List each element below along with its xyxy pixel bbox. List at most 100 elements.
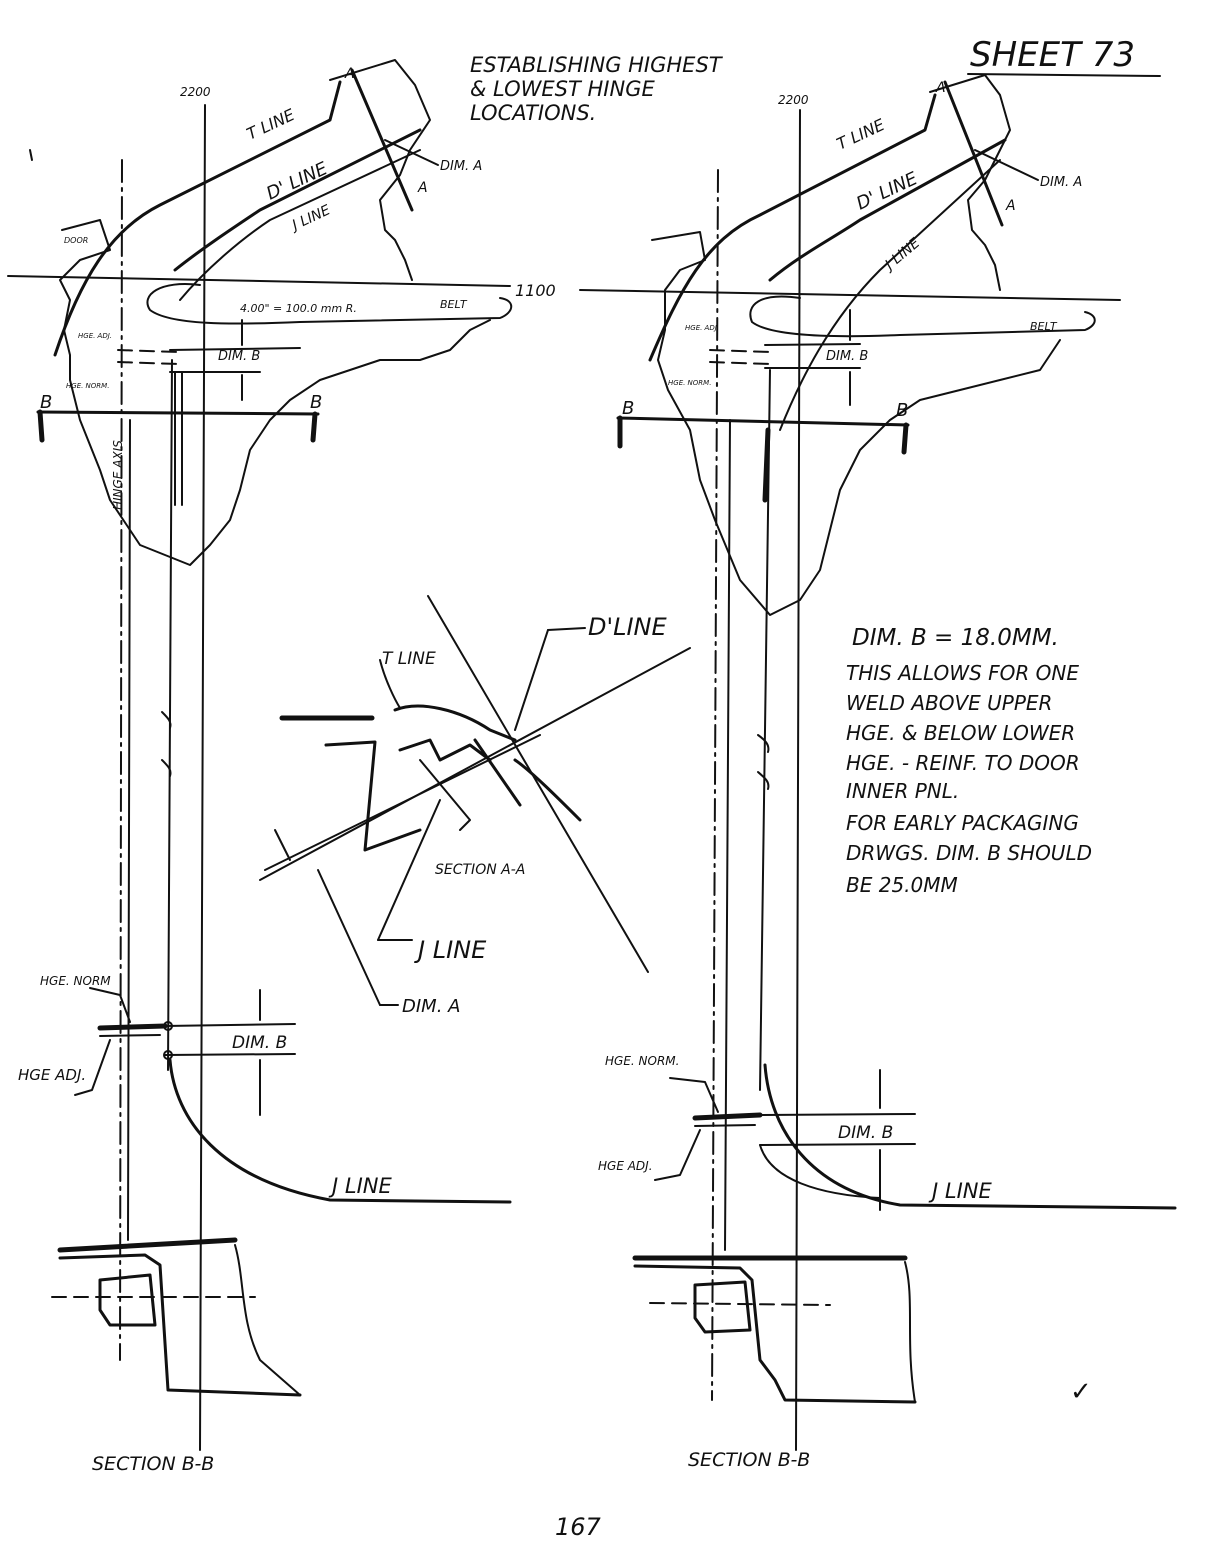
left-dim-b-label: DIM. B [218, 349, 260, 364]
note-line-5: HGE. - REINF. TO DOOR [846, 751, 1080, 775]
right-hge-adj-label: HGE. ADJ. [685, 324, 719, 332]
right-belt-loop [749, 295, 1096, 338]
left-dim-a-leader [384, 139, 439, 166]
section-aa-tline-leader [379, 659, 401, 709]
section-aa-jline-label: J LINE [414, 936, 487, 964]
section-aa-flange [398, 738, 492, 762]
section-aa-title: SECTION A-A [435, 862, 525, 878]
lower-right-jline-inner [759, 1144, 881, 1199]
right-gridline-label: 2200 [778, 93, 809, 107]
note-line-6: INNER PNL. [846, 779, 959, 803]
lower-left-dimb-top [164, 1023, 296, 1027]
left-hinge-axis-line [119, 159, 123, 1361]
lower-left-sec-hinge [98, 1273, 157, 1327]
right-belt-label: BELT [1030, 320, 1058, 333]
lower-left-sec-profile [58, 1253, 302, 1397]
right-glass-outline [929, 74, 1011, 291]
left-section-b-line [36, 410, 320, 416]
lower-right-section-label: SECTION B-B [688, 1449, 810, 1471]
left-door-outline [59, 219, 491, 566]
right-hinge-axis-line [711, 169, 719, 1401]
left-belt-label: BELT [440, 298, 468, 311]
right-inner-guide [759, 369, 771, 1091]
left-glass-outline [329, 59, 431, 281]
left-section-b-arrow-l [37, 409, 45, 443]
left-hge-norm-label: HGE. NORM. [66, 382, 109, 390]
right-section-a-bottom: A [1005, 198, 1016, 214]
right-tline-label: T LINE [834, 115, 889, 154]
right-dim-a-label: DIM. A [1040, 175, 1082, 190]
right-section-a-cut [943, 80, 1004, 227]
left-gridline-2200 [199, 104, 206, 1451]
left-section-b-arrow-r [310, 411, 318, 443]
belt-line-1100-label: 1100 [515, 281, 556, 300]
lower-left-dimb-label: DIM. B [232, 1033, 287, 1053]
section-aa-dima-leader [317, 869, 381, 1006]
left-section-b-label-r: B [310, 392, 322, 413]
lower-right-jline-label: J LINE [928, 1179, 992, 1203]
section-aa-tline-label: T LINE [382, 649, 436, 669]
note-line-7: FOR EARLY PACKAGING [846, 811, 1079, 835]
lower-left-hinge-pivot-2 [163, 1050, 173, 1060]
lower-right-dimb-bottom [759, 1143, 916, 1146]
lower-right-sec-hinge [693, 1280, 752, 1334]
right-hinge-bolt [762, 427, 771, 503]
left-dimb-top [169, 347, 301, 351]
left-dline-label: D' LINE [263, 158, 331, 205]
check-mark: ✓ [1070, 1377, 1092, 1407]
lower-right-hge-norm-leader [669, 1077, 719, 1113]
lower-right-dimb-top [759, 1113, 916, 1116]
left-tline-label: T LINE [244, 105, 299, 144]
right-dim-a-leader [974, 149, 1039, 181]
right-belt-line [579, 289, 1121, 301]
right-section-b-line [616, 416, 910, 427]
left-hinge-axis-label: HINGE AXIS [111, 440, 125, 510]
section-aa-dima-arrow [274, 829, 291, 861]
lower-left-view: HGE. NORM HGE ADJ. DIM. B J LINE SECTION… [18, 711, 512, 1475]
right-axis-guide [724, 419, 731, 1251]
lower-left-hge-norm-leader [89, 987, 131, 1023]
lower-right-sec-break [904, 1261, 916, 1403]
right-section-b-arrow-r [901, 422, 909, 455]
lower-right-dimb-label: DIM. B [838, 1123, 893, 1143]
title-line-2: & LOWEST HINGE [470, 77, 655, 101]
right-section-b-label-r: B [896, 400, 908, 421]
right-hge-norm-label: HGE. NORM. [668, 379, 711, 387]
left-dline-curve [173, 128, 422, 272]
lower-right-hinge-norm [692, 1112, 763, 1121]
note-line-1: DIM. B = 18.0MM. [852, 625, 1059, 651]
lower-left-jline-label: J LINE [328, 1174, 392, 1198]
left-section-a-cut [350, 68, 414, 212]
right-gridline-2200 [795, 109, 801, 1451]
right-jline-label: J LINE [880, 235, 923, 275]
lower-left-hinge-pivot [163, 1021, 173, 1031]
left-jline-curve [179, 149, 421, 301]
left-hge-adj-label: HGE. ADJ. [78, 332, 112, 340]
left-break-2 [161, 759, 172, 777]
section-aa-line-1 [427, 595, 649, 973]
left-section-a-bottom: A [417, 180, 428, 196]
lower-left-hge-norm-label: HGE. NORM [40, 974, 111, 988]
left-break-1 [161, 711, 172, 729]
left-belt-loop [146, 283, 513, 325]
lower-right-sec-centerline [649, 1302, 831, 1306]
left-inner-guide [167, 359, 173, 1071]
left-radius-note: 4.00" = 100.0 mm R. [240, 302, 357, 315]
right-door-outline [651, 231, 1061, 616]
left-dim-a-label: DIM. A [440, 159, 482, 174]
header: SHEET 73 ESTABLISHING HIGHEST & LOWEST H… [470, 35, 1161, 125]
section-aa-dline-leader [514, 629, 549, 731]
margin-mark [29, 149, 33, 161]
lower-left-hinge-adj [99, 1034, 161, 1037]
section-aa-dima-label: DIM. A [402, 996, 460, 1017]
section-aa-tline-profile [393, 704, 517, 742]
lower-right-view: HGE. NORM. HGE ADJ. DIM. B J LINE SECTIO… [598, 734, 1177, 1471]
title-line-3: LOCATIONS. [470, 101, 596, 125]
lower-left-hge-adj-label: HGE ADJ. [18, 1066, 86, 1084]
lower-right-jline-curve [763, 1063, 1177, 1210]
lower-left-section-label: SECTION B-B [92, 1453, 214, 1475]
section-aa-dline-leader-h [547, 627, 586, 631]
section-aa-inner-panel [324, 740, 422, 852]
lower-left-dimb-bottom [164, 1053, 296, 1056]
left-elevation-view: A A B B 2200 T LINE D' LINE J LINE DIM. … [7, 59, 556, 1451]
